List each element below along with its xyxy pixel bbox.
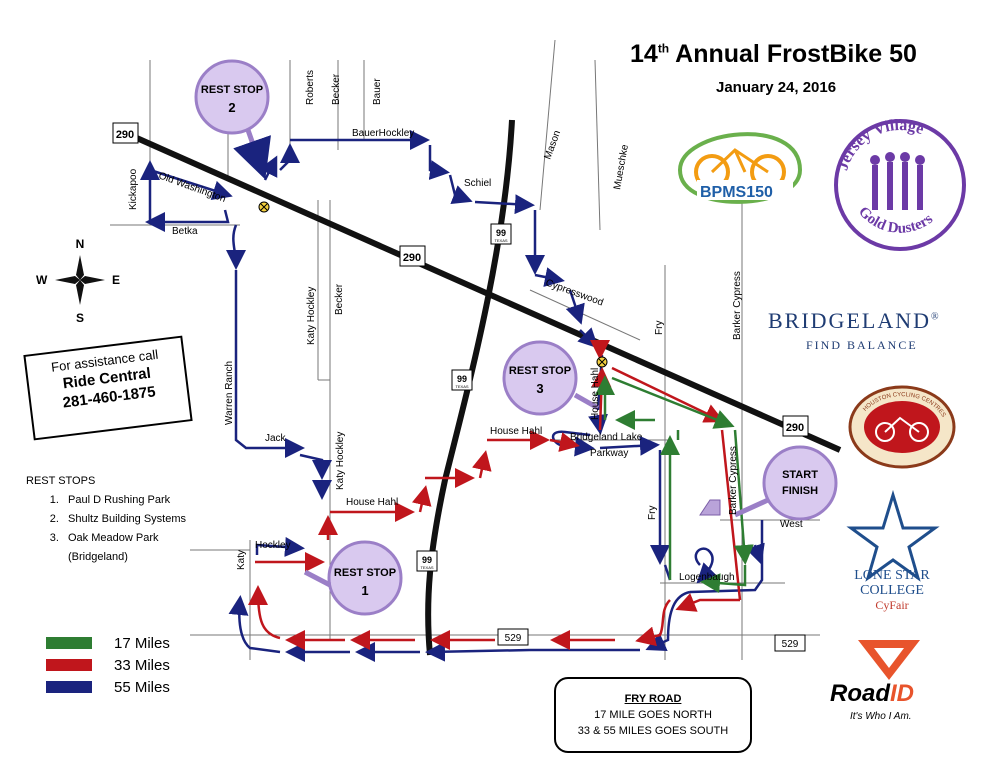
street-schiel: Schiel [464, 178, 491, 189]
fry-note-line2: 33 & 55 MILES GOES SOUTH [577, 725, 729, 737]
shield-290-right: 290 [782, 415, 809, 437]
houston-cycling-logo: HOUSTON CYCLING CENTRES [848, 385, 956, 469]
shield-529-left: 529 [497, 628, 529, 646]
fry-note-line1: 17 MILE GOES NORTH [594, 709, 712, 721]
roadid-logo-icon [858, 640, 920, 680]
street-house-hahl-vertical: House Hahl [590, 368, 601, 420]
bpms150-text: BPMS150 [700, 184, 773, 201]
legend-55: 55 Miles [46, 676, 170, 698]
svg-text:TEXAS: TEXAS [494, 238, 507, 243]
street-becker-top: Becker [331, 73, 342, 105]
find-balance-tagline: FIND BALANCE [806, 338, 918, 352]
roadid-tagline: It's Who I Am. [850, 711, 912, 722]
rest-stop-2-bubble: REST STOP 2 [194, 59, 271, 180]
svg-text:2: 2 [228, 100, 235, 115]
svg-text:TEXAS: TEXAS [420, 565, 433, 570]
dancers-icon [870, 152, 925, 210]
highway-290 [128, 132, 842, 453]
start-finish-bubble: START FINISH [733, 445, 838, 521]
page-title: 14th Annual FrostBike 50 [630, 40, 917, 68]
fry-note-heading: FRY ROAD [624, 693, 682, 705]
street-jack: Jack [265, 433, 287, 444]
street-logenbaugh: Logenbaugh [679, 572, 735, 583]
rest-stop-item-2: Shultz Building Systems [62, 510, 186, 529]
street-becker-mid: Becker [334, 283, 345, 315]
fry-road-note: FRY ROAD 17 MILE GOES NORTH 33 & 55 MILE… [554, 677, 752, 753]
street-katy: Katy [236, 550, 247, 570]
street-barker-cypress-bottom: Barker Cypress [728, 446, 739, 515]
street-grid [110, 39, 820, 660]
bpms150-logo: BPMS150 [677, 132, 803, 204]
rest-stop-1-bubble: REST STOP 1 [303, 540, 403, 616]
street-kickapoo: Kickapoo [128, 168, 139, 210]
svg-text:290: 290 [116, 129, 134, 141]
shield-290-mid: 290 [399, 245, 426, 267]
street-mueschke: Mueschke [612, 143, 631, 190]
compass-s: S [76, 311, 84, 325]
compass-w: W [36, 273, 48, 287]
shield-290-left: 290 [112, 122, 139, 144]
route-33-miles [248, 340, 742, 650]
compass-e: E [112, 273, 120, 287]
highway-99 [425, 119, 515, 656]
street-bauer-hockley: BauerHockley [352, 128, 414, 139]
rest-stop-marker-2 [258, 201, 270, 213]
shield-99-top: 99 TEXAS [490, 223, 512, 245]
compass-n: N [76, 237, 85, 251]
shield-99-mid: 99 TEXAS [451, 369, 473, 391]
svg-text:1: 1 [361, 583, 368, 598]
legend-17: 17 Miles [46, 632, 170, 654]
street-betka: Betka [172, 226, 198, 237]
street-katy-hockley-bottom: Katy Hockley [335, 432, 346, 490]
street-house-hahl-left: House Hahl [346, 497, 398, 508]
street-hockley: Hockley [255, 540, 291, 551]
street-barker-cypress-top: Barker Cypress [732, 271, 743, 340]
svg-text:99: 99 [457, 374, 467, 384]
street-fry-top: Fry [654, 321, 665, 335]
rest-stop-item-3: Oak Meadow Park (Bridgeland) [62, 529, 186, 567]
street-bauer: Bauer [372, 78, 383, 105]
roadid-logo: RoadID [830, 680, 914, 707]
svg-text:529: 529 [505, 633, 522, 644]
street-west: West [780, 519, 803, 530]
rest-stops-list: REST STOPS Paul D Rushing Park Shultz Bu… [26, 472, 186, 567]
svg-text:REST STOP: REST STOP [201, 84, 263, 96]
lonestar-star-icon [846, 489, 940, 582]
street-fry-bottom: Fry [647, 506, 658, 520]
street-katy-hockley-top: Katy Hockley [306, 287, 317, 345]
svg-text:529: 529 [782, 639, 799, 650]
compass-rose: N S E W [36, 237, 120, 325]
street-warren-ranch: Warren Ranch [224, 361, 235, 425]
svg-text:FINISH: FINISH [782, 485, 818, 497]
svg-text:3: 3 [536, 381, 543, 396]
route-legend: 17 Miles 33 Miles 55 Miles [46, 632, 170, 698]
rest-stop-item-1: Paul D Rushing Park [62, 491, 186, 510]
jersey-village-logo: Jersey Village Gold Dusters [834, 117, 966, 251]
shield-99-bottom: 99 TEXAS [416, 550, 438, 572]
svg-text:REST STOP: REST STOP [334, 567, 396, 579]
route-17-miles [595, 375, 754, 594]
start-area-shape [699, 499, 721, 516]
svg-text:TEXAS: TEXAS [455, 384, 468, 389]
rest-stop-marker-3 [596, 356, 608, 368]
svg-text:290: 290 [786, 422, 804, 434]
rest-stops-heading: REST STOPS [26, 475, 96, 487]
street-house-hahl-mid: House Hahl [490, 426, 542, 437]
svg-text:99: 99 [422, 555, 432, 565]
rest-stop-3-bubble: REST STOP 3 [502, 340, 600, 416]
event-date: January 24, 2016 [716, 79, 837, 96]
street-bridgeland-lake: Bridgeland Lake [570, 432, 643, 443]
svg-text:290: 290 [403, 252, 421, 264]
street-roberts: Roberts [305, 70, 316, 105]
shield-529-right: 529 [774, 634, 806, 652]
bridgeland-logo: BRIDGELAND® [768, 308, 941, 333]
svg-text:REST STOP: REST STOP [509, 365, 571, 377]
lonestar-college-logo: LONE STAR COLLEGE CyFair [854, 568, 930, 612]
street-labels: Roberts Becker Bauer BauerHockley Schiel… [128, 70, 803, 583]
svg-text:START: START [782, 469, 818, 481]
svg-text:99: 99 [496, 228, 506, 238]
legend-33: 33 Miles [46, 654, 170, 676]
street-parkway: Parkway [590, 448, 628, 459]
